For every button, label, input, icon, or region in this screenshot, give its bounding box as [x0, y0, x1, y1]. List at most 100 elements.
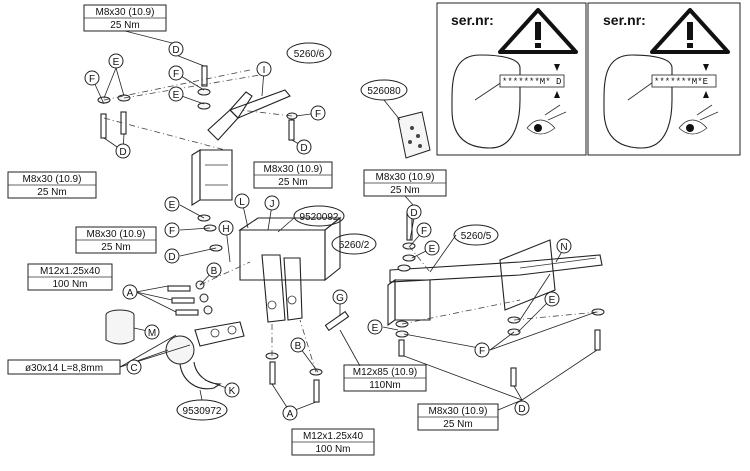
svg-text:H: H	[222, 224, 229, 235]
part-number-5260-5: 5260/5	[453, 224, 499, 246]
svg-text:M8x30 (10.9): M8x30 (10.9)	[429, 406, 488, 417]
callout-E-4: E	[424, 240, 440, 256]
part-number-5260-6: 5260/6	[286, 42, 332, 64]
svg-text:ø30x14 L=8,8mm: ø30x14 L=8,8mm	[25, 363, 103, 374]
callout-J: J	[264, 195, 280, 211]
callout-E-3: E	[164, 196, 180, 212]
assembly-lines	[103, 69, 599, 373]
callout-A-2: A	[282, 405, 298, 421]
svg-text:M8x30 (10.9): M8x30 (10.9)	[87, 229, 146, 240]
callout-E-1: E	[168, 86, 184, 102]
svg-text:25 Nm: 25 Nm	[101, 242, 130, 253]
callout-D-2: D	[115, 143, 131, 159]
callout-F-4: F	[164, 222, 180, 238]
ser-nr-label-left: ser.nr:	[451, 12, 494, 28]
callout-F-1: F	[168, 65, 184, 81]
svg-text:L: L	[239, 197, 245, 208]
callout-L: L	[234, 193, 250, 209]
bracket-5260-5	[387, 239, 603, 327]
svg-text:B: B	[295, 341, 302, 352]
svg-text:M8x30 (10.9): M8x30 (10.9)	[96, 7, 155, 18]
svg-text:D: D	[300, 143, 307, 154]
callout-C: C	[126, 359, 142, 375]
callout-E-5: E	[544, 291, 560, 307]
svg-text:25 Nm: 25 Nm	[110, 20, 139, 31]
svg-text:D: D	[168, 252, 175, 263]
warning-triangle-icon	[650, 8, 730, 54]
plate-526080	[397, 111, 431, 159]
svg-text:25 Nm: 25 Nm	[37, 187, 66, 198]
svg-text:E: E	[549, 295, 556, 306]
torque-box-top-left: M8x30 (10.9) 25 Nm	[83, 4, 167, 32]
svg-text:E: E	[113, 57, 120, 68]
eye-icon	[526, 104, 567, 135]
svg-text:M12x85 (10.9): M12x85 (10.9)	[353, 367, 417, 378]
callout-D-3: D	[296, 139, 312, 155]
svg-text:25 Nm: 25 Nm	[278, 177, 307, 188]
cap-M	[105, 309, 135, 345]
svg-text:M8x30 (10.9): M8x30 (10.9)	[264, 164, 323, 175]
serial-panel-left: ser.nr: *******M* D	[436, 2, 587, 156]
svg-text:E: E	[372, 323, 379, 334]
callout-H: H	[218, 220, 234, 236]
svg-text:M8x30 (10.9): M8x30 (10.9)	[23, 174, 82, 185]
svg-text:110Nm: 110Nm	[369, 380, 401, 391]
torque-box-center-right: M8x30 (10.9) 25 Nm	[363, 169, 447, 197]
svg-text:9530972: 9530972	[183, 406, 222, 417]
callout-D-4: D	[164, 248, 180, 264]
torque-box-left-lower: M8x30 (10.9) 25 Nm	[75, 226, 157, 254]
callout-N: N	[556, 238, 572, 254]
svg-text:D: D	[172, 45, 179, 56]
callout-A-1: A	[122, 284, 138, 300]
svg-text:F: F	[315, 109, 321, 120]
part-number-9520092: 9520092	[293, 205, 345, 227]
svg-text:A: A	[127, 288, 134, 299]
callout-F-6: F	[474, 342, 490, 358]
svg-text:F: F	[169, 226, 175, 237]
svg-text:N: N	[560, 242, 567, 253]
serial-panel-right: ser.nr: *******M*E	[587, 2, 741, 156]
svg-text:G: G	[336, 293, 344, 304]
svg-text:M: M	[148, 328, 156, 339]
svg-text:D: D	[410, 208, 417, 219]
svg-text:F: F	[421, 226, 427, 237]
part-number-526080: 526080	[360, 79, 408, 101]
torque-box-bottom-right: M8x30 (10.9) 25 Nm	[417, 403, 499, 431]
eye-icon	[678, 104, 719, 135]
svg-text:5260/6: 5260/6	[294, 49, 325, 60]
svg-text:F: F	[479, 346, 485, 357]
ball-dimension-box: ø30x14 L=8,8mm	[7, 359, 121, 375]
svg-text:E: E	[169, 200, 176, 211]
svg-text:J: J	[270, 199, 275, 210]
callout-B-2: B	[290, 337, 306, 353]
torque-box-m12-85: M12x85 (10.9) 110Nm	[343, 364, 427, 392]
ser-nr-label-right: ser.nr:	[603, 12, 646, 28]
svg-text:A: A	[287, 409, 294, 420]
towball-9530972	[165, 321, 245, 390]
svg-text:M12x1.25x40: M12x1.25x40	[303, 431, 363, 442]
svg-text:25 Nm: 25 Nm	[390, 185, 419, 196]
svg-text:I: I	[263, 65, 266, 76]
torque-box-left-mid: M8x30 (10.9) 25 Nm	[7, 171, 97, 199]
svg-text:M12x1.25x40: M12x1.25x40	[40, 266, 100, 277]
callout-I: I	[256, 61, 272, 77]
callout-F-2: F	[84, 70, 100, 86]
warning-triangle-icon	[498, 8, 578, 54]
svg-text:K: K	[229, 386, 236, 397]
svg-text:5260/2: 5260/2	[339, 240, 370, 251]
part-number-5260-2: 5260/2	[331, 233, 377, 255]
bracket-5260-6	[191, 89, 291, 206]
callout-F-3: F	[310, 105, 326, 121]
part-number-9530972: 9530972	[176, 399, 228, 421]
svg-text:F: F	[173, 69, 179, 80]
callout-G: G	[332, 289, 348, 305]
callout-E-2: E	[108, 53, 124, 69]
svg-text:25 Nm: 25 Nm	[443, 419, 472, 430]
callout-K: K	[224, 382, 240, 398]
svg-text:C: C	[130, 363, 137, 374]
svg-text:5260/5: 5260/5	[461, 231, 492, 242]
svg-text:D: D	[518, 404, 525, 415]
bracket-center	[238, 216, 342, 323]
